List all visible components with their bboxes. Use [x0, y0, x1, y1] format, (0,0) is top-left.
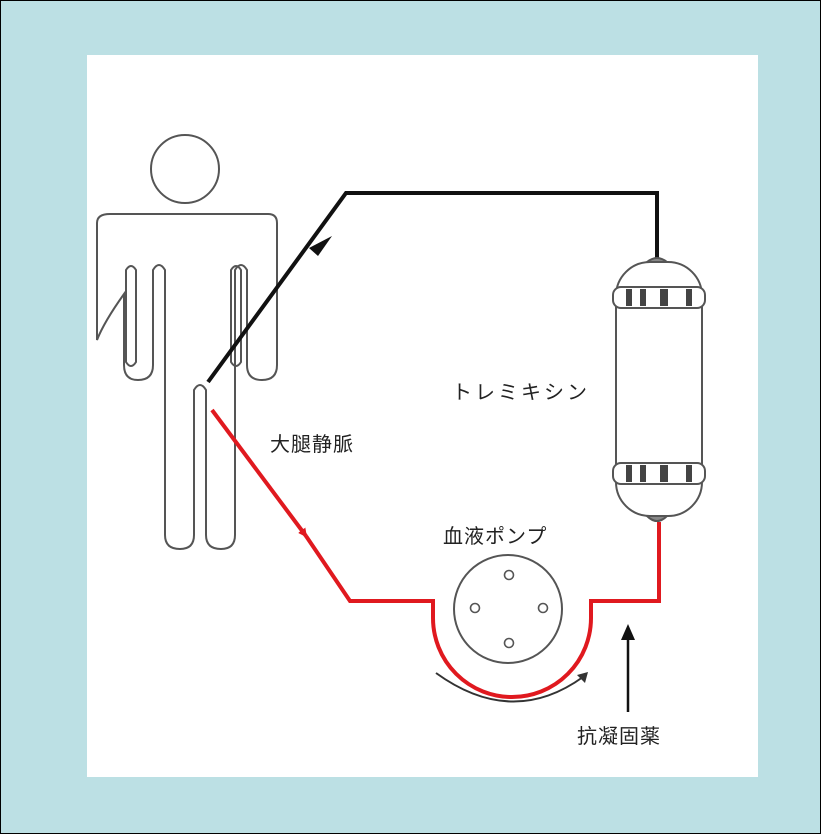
column-filter-icon: [612, 257, 706, 522]
return-line: [206, 191, 659, 384]
toraymyxin-label: トレミキシン: [452, 380, 590, 404]
blood-circuit-line: [304, 522, 661, 699]
filter-bottom-band: [612, 462, 706, 485]
pump-rotation-arrow-icon: [435, 672, 584, 703]
femoral-vein-label: 大腿静脈: [270, 432, 354, 456]
anticoagulant-arrowhead: [621, 624, 635, 640]
pump-rotation-arrowhead: [577, 672, 588, 683]
figure-arm-gap-right: [230, 265, 242, 367]
filter-bottom-cap: [644, 515, 670, 522]
figure-body-outline: [96, 213, 278, 551]
return-flow-arrow-icon: [309, 236, 332, 256]
pump-roller: [537, 602, 549, 614]
anticoagulant-label: 抗凝固薬: [577, 724, 661, 748]
pump-rotor: [453, 554, 563, 664]
pump-roller: [503, 637, 515, 649]
human-figure-icon: [96, 134, 278, 551]
pump-roller: [469, 602, 481, 614]
filter-top-band: [612, 286, 706, 309]
figure-arm-gap-left: [125, 265, 137, 367]
roller-pump-icon: [453, 554, 563, 664]
filter-band-bolts: [626, 289, 692, 482]
pump-roller: [503, 569, 515, 581]
blood-draw-line: [210, 408, 308, 538]
blood-pump-label: 血液ポンプ: [443, 524, 548, 548]
figure-head: [150, 134, 220, 204]
